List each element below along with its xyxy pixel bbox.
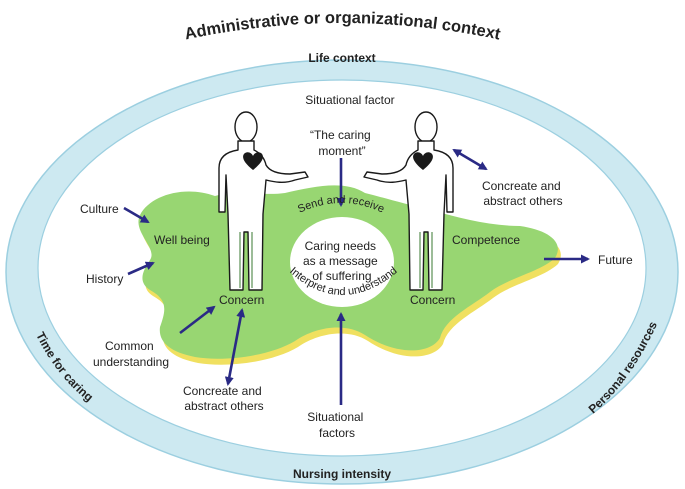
life-context-label: Life context	[308, 51, 375, 65]
left-concern-label: Concern	[219, 293, 264, 307]
future-label: Future	[598, 253, 633, 267]
heart-icon	[413, 152, 433, 170]
heart-icon	[243, 152, 263, 170]
common-understanding-label: Common understanding	[93, 339, 169, 369]
arrow-icon	[127, 261, 155, 276]
situational-factor-label: Situational factor	[305, 93, 394, 107]
arrow-icon	[224, 308, 246, 386]
arrow-group	[123, 148, 590, 405]
left-legs-line	[239, 232, 253, 288]
context-title: Administrative or organizational context	[183, 9, 503, 44]
history-label: History	[86, 272, 123, 286]
caring-moment-label: “The caring moment”	[310, 128, 374, 158]
left-person-figure	[218, 111, 309, 291]
right-person-figure	[363, 111, 454, 291]
right-concreate-abstract-label: Concreate and abstract others	[482, 179, 564, 208]
right-legs-line	[419, 232, 433, 288]
center-message-label: Caring needs as a message of suffering	[303, 239, 381, 283]
well-being-label: Well being	[154, 233, 210, 247]
left-concreate-abstract-label: Concreate and abstract others	[183, 384, 265, 413]
competence-label: Competence	[452, 233, 520, 247]
situational-factors-label: Situational factors	[307, 410, 366, 440]
arrow-icon	[452, 148, 488, 171]
arrow-icon	[123, 206, 150, 224]
arrow-icon	[179, 305, 216, 335]
culture-label: Culture	[80, 202, 119, 216]
right-concern-label: Concern	[410, 293, 455, 307]
nursing-intensity-label: Nursing intensity	[293, 467, 391, 481]
center-ellipse	[290, 217, 394, 307]
